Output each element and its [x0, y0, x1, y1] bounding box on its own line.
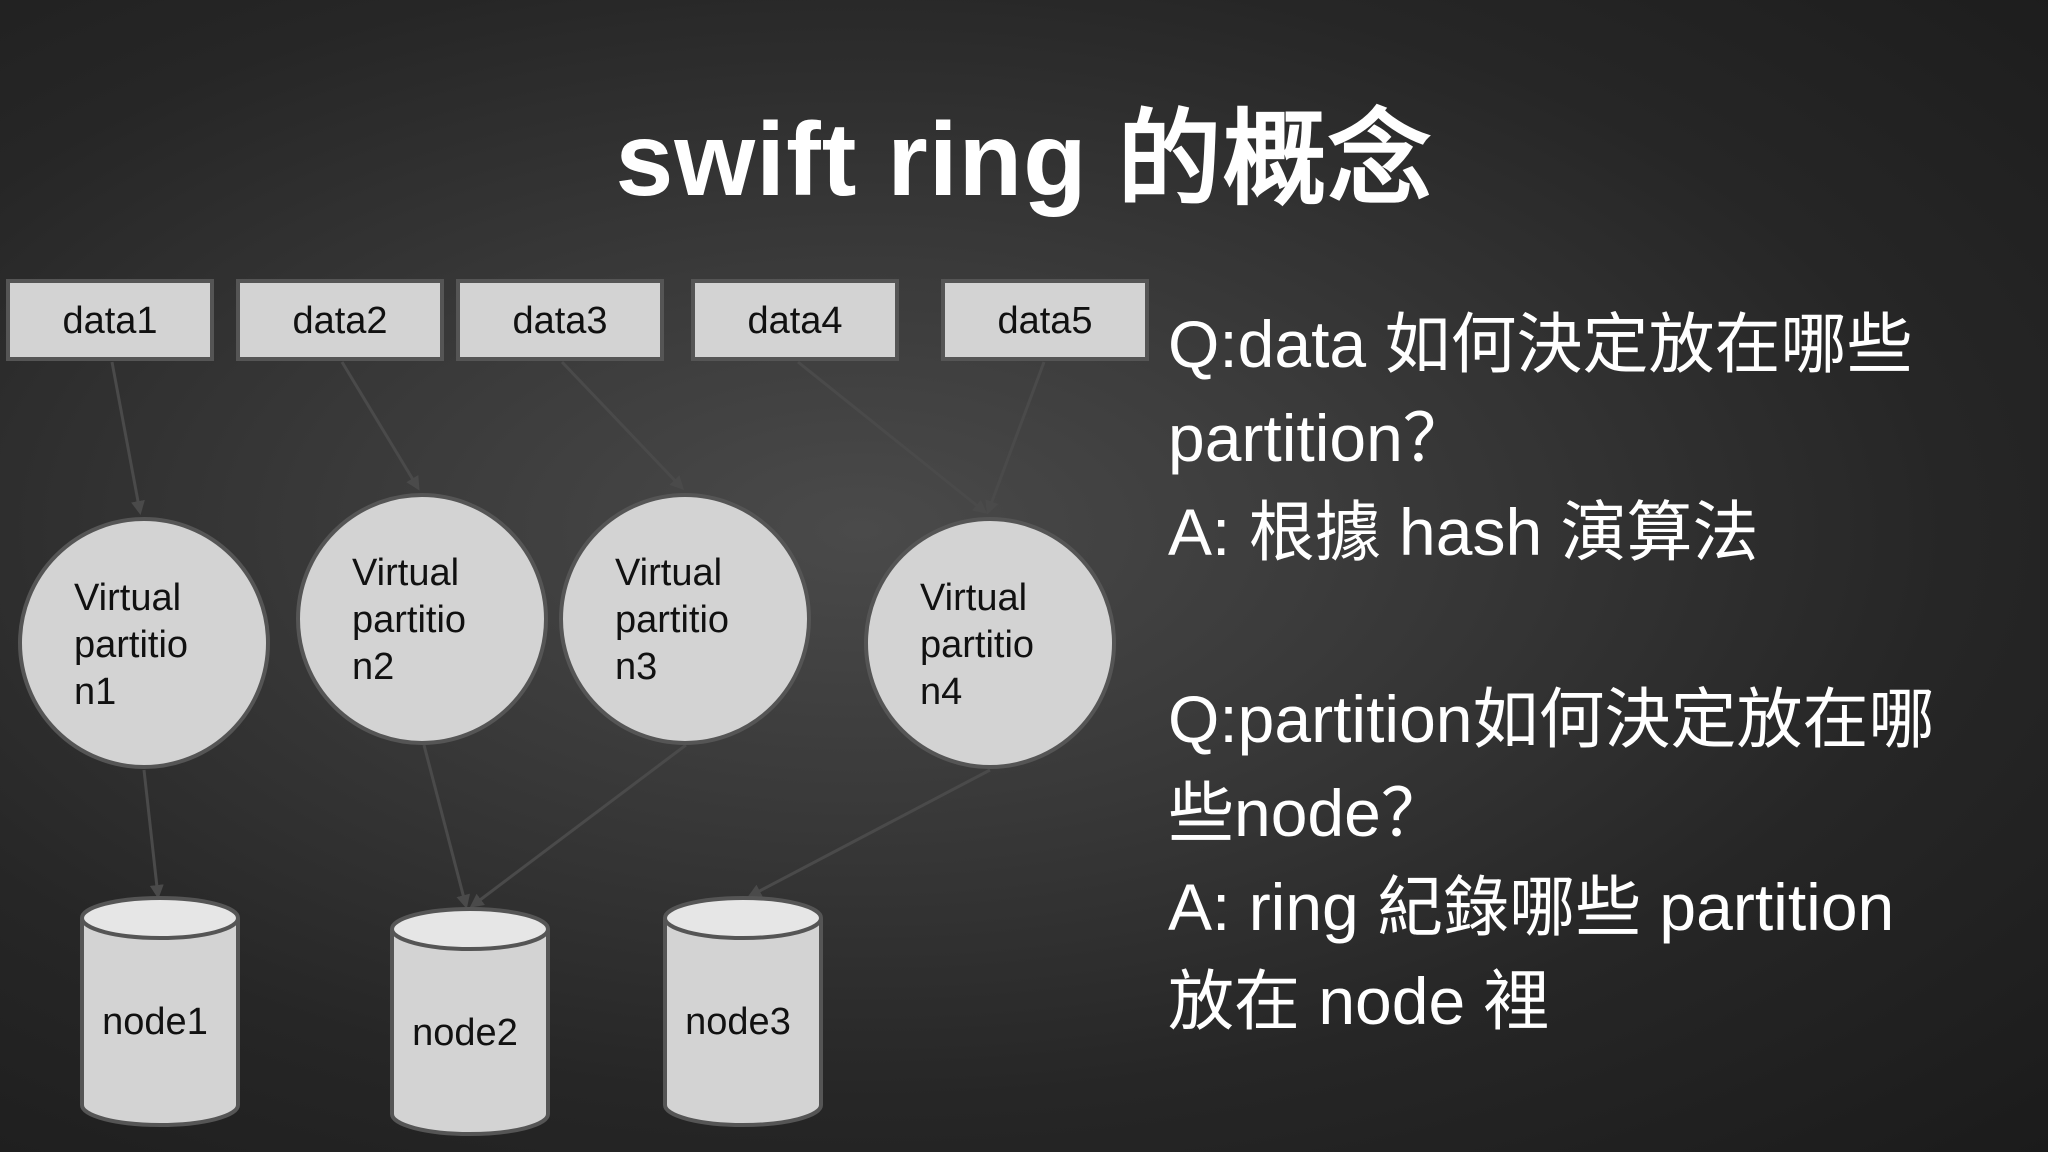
node-label: node3: [685, 1001, 791, 1043]
node-cylinder: node3: [663, 896, 823, 1127]
partition-label-line2: partitio: [920, 624, 1034, 666]
data-boxes: data1 data2 data3 data4 data5: [6, 279, 1149, 361]
data-box-label: data3: [512, 300, 607, 342]
partition-to-node-arrows: [142, 743, 991, 909]
arrow-data1-n1: [110, 361, 145, 515]
answer-line: A: ring 紀錄哪些 partition: [1168, 870, 1895, 944]
question-line: Q:data 如何決定放在哪些: [1168, 307, 1913, 381]
slide-title: swift ring 的概念: [615, 102, 1433, 218]
partition-label-line3: n2: [352, 646, 394, 688]
partition-circle: Virtual partitio n2: [296, 493, 548, 745]
answer-line: A: 根據 hash 演算法: [1168, 495, 1759, 569]
answer-line: 放在 node 裡: [1168, 964, 1550, 1038]
question-line: 些node？: [1168, 776, 1447, 850]
data-to-partition-arrows: [110, 360, 1046, 515]
question-line: Q:partition如何決定放在哪: [1168, 682, 1935, 756]
partition-label-line2: partitio: [74, 624, 188, 666]
data-box-label: data1: [62, 300, 157, 342]
node-cylinder: node2: [390, 907, 550, 1136]
arrow-n2-node2: [422, 744, 470, 909]
arrow-data3-n3: [560, 360, 685, 491]
partition-label-line1: Virtual: [615, 552, 722, 594]
data-box: data4: [691, 279, 899, 361]
data-box: data2: [236, 279, 444, 361]
data-box: data3: [456, 279, 664, 361]
arrow-data2-n2: [340, 361, 420, 491]
partition-circle: Virtual partitio n1: [18, 517, 270, 769]
arrow-n3-node2: [469, 743, 687, 908]
arrow-data4-n4: [797, 360, 988, 514]
partition-label-line3: n4: [920, 671, 962, 713]
data-box: data1: [6, 279, 214, 361]
node-label: node2: [412, 1012, 518, 1054]
partition-circle: Virtual partitio n3: [559, 493, 811, 745]
arrow-data5-n4: [985, 361, 1046, 515]
partition-label-line3: n1: [74, 671, 116, 713]
storage-nodes: node1 node2 node3: [80, 896, 823, 1136]
partition-label-line3: n3: [615, 646, 657, 688]
partition-label-line2: partitio: [352, 599, 466, 641]
arrow-n1-node1: [142, 769, 164, 899]
node-cylinder: node1: [80, 896, 240, 1127]
data-box-label: data2: [292, 300, 387, 342]
data-box-label: data4: [747, 300, 842, 342]
virtual-partitions: Virtual partitio n1 Virtual partitio n2 …: [18, 493, 1116, 769]
partition-label-line2: partitio: [615, 599, 729, 641]
partition-label-line1: Virtual: [74, 577, 181, 619]
qa-block-partition-placement: Q:partition如何決定放在哪 些node？ A: ring 紀錄哪些 p…: [1168, 677, 2028, 1053]
data-box-label: data5: [997, 300, 1092, 342]
qa-block-data-placement: Q:data 如何決定放在哪些 partition？ A: 根據 hash 演算…: [1168, 302, 2028, 584]
partition-label-line1: Virtual: [352, 552, 459, 594]
partition-circle: Virtual partitio n4: [864, 517, 1116, 769]
node-label: node1: [102, 1001, 208, 1043]
partition-label-line1: Virtual: [920, 577, 1027, 619]
question-line: partition？: [1168, 401, 1469, 475]
data-box: data5: [941, 279, 1149, 361]
arrow-n4-node3: [747, 768, 991, 898]
